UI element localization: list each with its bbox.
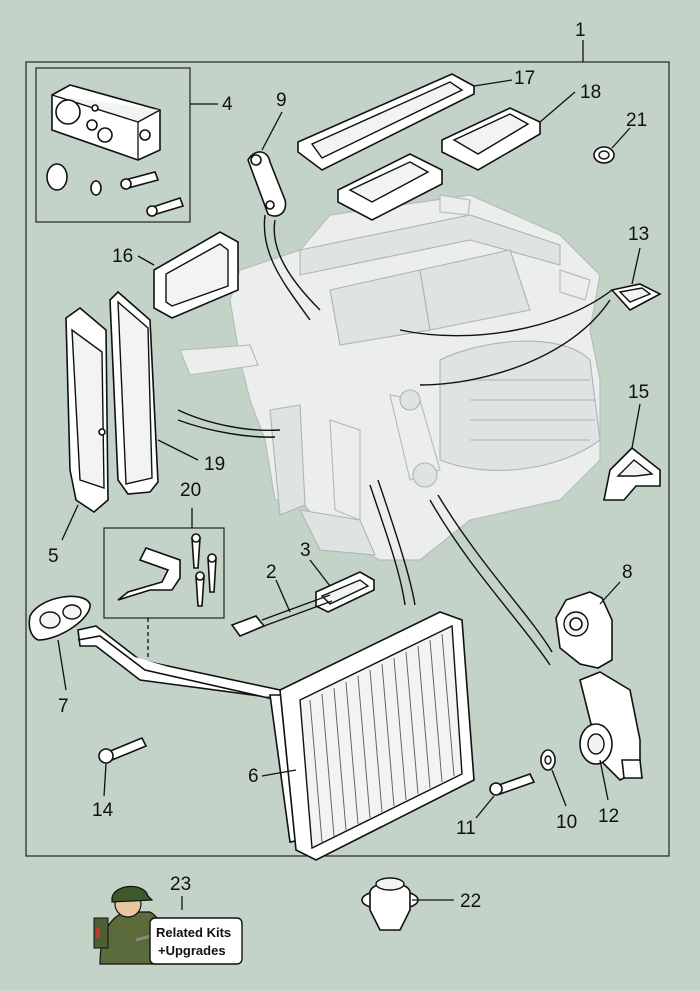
callout-12: 12 bbox=[598, 806, 619, 827]
seal-part-19 bbox=[109, 290, 199, 495]
expansion-valve-inset bbox=[35, 67, 218, 223]
callout-20: 20 bbox=[180, 480, 201, 501]
seal-part-17b bbox=[337, 153, 443, 221]
grommet-part-21 bbox=[593, 127, 631, 164]
clip-part-13 bbox=[610, 247, 662, 312]
seal-part-17 bbox=[297, 73, 513, 171]
callout-8: 8 bbox=[622, 562, 633, 583]
heater-core-part-6 bbox=[77, 611, 475, 861]
sensor-holder-part-3 bbox=[309, 559, 375, 613]
callout-13: 13 bbox=[628, 224, 649, 245]
clip-part-22 bbox=[361, 877, 454, 931]
actuator-gear-part-12 bbox=[579, 671, 643, 801]
callout-21: 21 bbox=[626, 110, 647, 131]
callout-14: 14 bbox=[92, 800, 114, 821]
callout-4: 4 bbox=[222, 94, 233, 115]
callout-17: 17 bbox=[514, 68, 535, 89]
callout-9: 9 bbox=[276, 90, 287, 111]
related-kits-label-box bbox=[149, 917, 243, 965]
callout-3: 3 bbox=[300, 540, 311, 561]
callout-5: 5 bbox=[48, 546, 59, 567]
lever-part-9 bbox=[247, 111, 287, 217]
grommet-part-7 bbox=[28, 595, 91, 691]
gear-part-8 bbox=[555, 581, 621, 669]
callout-15: 15 bbox=[628, 382, 649, 403]
related-kits-line-2: +Upgrades bbox=[158, 943, 226, 958]
callout-22: 22 bbox=[460, 891, 481, 912]
callout-16: 16 bbox=[112, 246, 133, 267]
gasket-part-16 bbox=[137, 231, 239, 319]
callout-labels: 1 2 3 4 5 6 7 8 9 10 11 12 13 14 15 16 1… bbox=[48, 20, 649, 912]
callout-6: 6 bbox=[248, 766, 259, 787]
bracket-inset-part-20 bbox=[103, 508, 225, 660]
callout-2: 2 bbox=[266, 562, 277, 583]
sensor-part-2 bbox=[230, 579, 333, 637]
callout-19: 19 bbox=[204, 454, 225, 475]
heater-core-fins bbox=[309, 633, 455, 843]
callout-23: 23 bbox=[170, 874, 191, 895]
callout-18: 18 bbox=[580, 82, 601, 103]
related-kits-button[interactable]: Related Kits +Upgrades bbox=[93, 885, 243, 965]
callout-10: 10 bbox=[556, 812, 577, 833]
callout-1: 1 bbox=[575, 20, 586, 41]
mechanic-mascot-icon bbox=[93, 885, 166, 965]
bracket-part-15 bbox=[603, 403, 661, 501]
control-cables bbox=[177, 214, 613, 666]
screw-part-14 bbox=[98, 736, 148, 797]
washer-part-10 bbox=[540, 749, 567, 807]
screw-part-11 bbox=[475, 773, 536, 819]
cover-part-5 bbox=[61, 306, 109, 541]
seal-part-18 bbox=[441, 91, 576, 171]
heater-housing bbox=[179, 194, 601, 561]
callout-7: 7 bbox=[58, 696, 69, 717]
related-kits-line-1: Related Kits bbox=[156, 925, 231, 940]
callout-11: 11 bbox=[456, 818, 476, 839]
assembly-frame bbox=[25, 61, 670, 857]
